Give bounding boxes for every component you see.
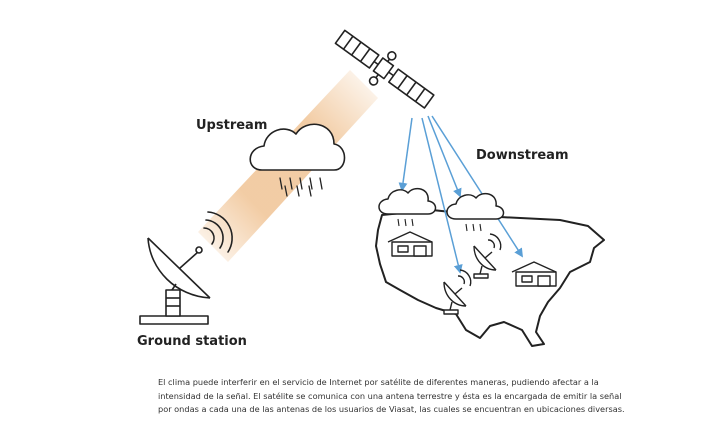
downstream-arrow-3 bbox=[427, 115, 462, 198]
usa-map-icon bbox=[375, 209, 605, 347]
satellite-icon bbox=[334, 29, 435, 109]
downstream-arrow-2 bbox=[421, 117, 463, 274]
caption-line: El clima puede interferir en el servicio… bbox=[158, 377, 599, 387]
upstream-cloud-icon bbox=[249, 123, 346, 197]
downstream-cloud-icon bbox=[378, 187, 437, 227]
house-icon bbox=[387, 231, 433, 257]
caption: El clima puede interferir en el servicio… bbox=[158, 376, 625, 417]
caption-line: intensidad de la señal. El satélite se c… bbox=[158, 390, 622, 401]
caption-line: por ondas a cada una de las antenas de l… bbox=[158, 404, 625, 415]
downstream-arrow-1 bbox=[398, 117, 413, 192]
downstream-arrow-4 bbox=[431, 115, 523, 258]
upstream-label: Upstream bbox=[196, 118, 268, 133]
ground-station-label: Ground station bbox=[137, 334, 247, 349]
user-dish-icon bbox=[473, 233, 502, 279]
downstream-label: Downstream bbox=[476, 148, 569, 163]
downstream-cloud-icon bbox=[446, 192, 505, 232]
ground-station-dish-icon bbox=[139, 211, 233, 325]
user-dish-icon bbox=[443, 269, 472, 315]
house-icon bbox=[511, 261, 557, 287]
